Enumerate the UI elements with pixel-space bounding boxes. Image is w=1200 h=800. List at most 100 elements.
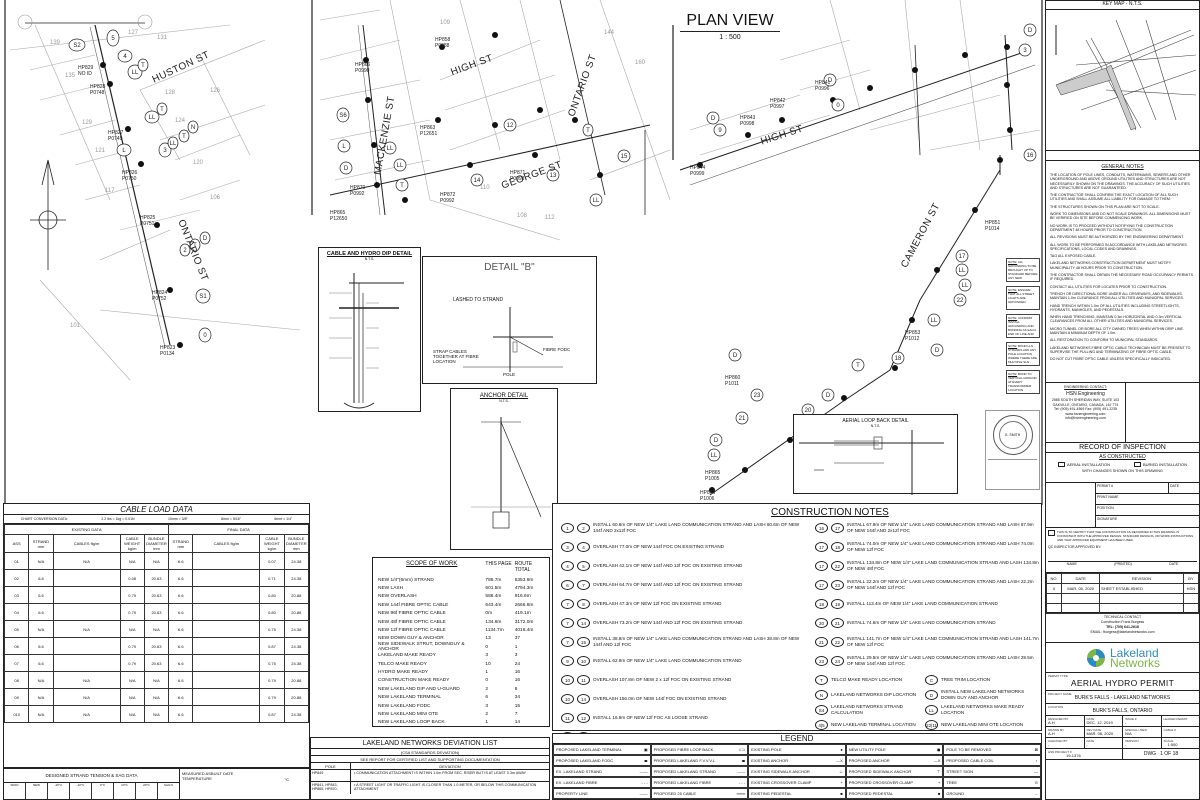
svg-text:D: D bbox=[828, 78, 833, 84]
plan-view-title-block: PLAN VIEW 1 : 500 bbox=[680, 12, 780, 41]
callout-stack: NOTE: ALL GROUNDING TO BE BROUGHT UP TO … bbox=[1006, 258, 1040, 458]
legend-item: PROPOSED CABLE COIL♁ bbox=[943, 755, 1041, 766]
plan-view-scale: 1 : 500 bbox=[719, 34, 741, 41]
svg-text:LL: LL bbox=[387, 146, 394, 152]
dip-detail-scale: N.T.S. bbox=[364, 257, 375, 261]
loop-detail-scale: N.T.S. bbox=[870, 424, 881, 428]
technical-contact: TECHNICAL CONTACT Construction Frank Bur… bbox=[1046, 613, 1199, 643]
svg-text:L: L bbox=[342, 144, 346, 150]
lakeland-networks-logo: Lakeland Networks bbox=[1046, 643, 1199, 673]
svg-text:D: D bbox=[203, 236, 208, 242]
aerial-installation-checkbox[interactable]: AERIAL INSTALLATION bbox=[1057, 462, 1110, 468]
callout-note: NOTE: BOND LLN STRANDS AND ANY POLE LOCA… bbox=[1006, 342, 1040, 366]
lot-number: 127 bbox=[128, 30, 139, 36]
drawing-number-row: HSN PROJECT #19-1376 DWG 1 OF 18 bbox=[1046, 749, 1199, 760]
position-field[interactable]: POSITION bbox=[1096, 505, 1199, 516]
logo-icon bbox=[1086, 648, 1105, 667]
certify-checkbox[interactable] bbox=[1048, 530, 1055, 536]
anchor-detail: ANCHOR DETAIL N.T.S. bbox=[450, 388, 558, 550]
anchor-detail-scale: N.T.S. bbox=[499, 399, 509, 403]
permit-field[interactable]: PERMIT # bbox=[1096, 483, 1169, 493]
detail-b-pole-label: POLE bbox=[503, 372, 516, 377]
legend-column: NEW UTILITY POLE◼ PROPOSED ANCHOR—X PROP… bbox=[845, 744, 944, 799]
lot-number: 144 bbox=[604, 30, 615, 36]
anchor-detail-title: ANCHOR DETAIL bbox=[479, 393, 529, 399]
legend-column: PROPOSED FIBRE LOOP BACK⊂⊃ PROPOSED LAKE… bbox=[650, 744, 749, 799]
svg-text:T: T bbox=[193, 243, 197, 249]
lot-number: 129 bbox=[82, 120, 93, 126]
svg-text:S1: S1 bbox=[199, 294, 207, 300]
loop-detail-title: AERIAL LOOP BACK DETAIL bbox=[842, 418, 909, 424]
svg-text:T: T bbox=[856, 363, 860, 369]
north-arrow bbox=[30, 159, 66, 270]
cable-load-data: CABLE LOAD DATA CHART CONVERSION DATA: 2… bbox=[3, 503, 310, 768]
lot-number: 131 bbox=[157, 35, 168, 41]
svg-text:LL: LL bbox=[149, 115, 156, 121]
svg-text:22: 22 bbox=[957, 298, 964, 304]
legend-item: EXISTING PEDESTAL■ bbox=[748, 788, 846, 799]
legend-item: EXISTING ANCHOR—X bbox=[748, 755, 846, 766]
buried-installation-checkbox[interactable]: BURIED INSTALLATION bbox=[1133, 462, 1187, 468]
project-name: PROJECT NAME BURK'S FALLS - LAKELAND NET… bbox=[1046, 691, 1199, 704]
inspection-fields: PERMIT #DATE PRINT NAME POSITION SIGNATU… bbox=[1046, 483, 1199, 528]
legend-item: PROPOSED LAKELAND TERMINAL▣ bbox=[553, 744, 651, 755]
legend-item: PROPOSED ANCHOR—X bbox=[845, 755, 944, 766]
svg-text:LL: LL bbox=[170, 141, 177, 147]
sag-header-row: SPAN NEW -20°C -10°C 0°C 10°C 20°C SAG% bbox=[4, 783, 179, 799]
legend-item: PROPOSED PEDESTAL■ bbox=[845, 788, 944, 799]
legend-item: PROPOSED LAKELAND FODC⬬ bbox=[553, 755, 651, 766]
svg-text:D: D bbox=[344, 166, 349, 172]
signature-field[interactable]: SIGNATURE bbox=[1097, 517, 1118, 521]
construction-notes-title: CONSTRUCTION NOTES bbox=[771, 507, 889, 518]
general-notes-title: GENERAL NOTES bbox=[1101, 164, 1144, 170]
date-field[interactable]: DATE bbox=[1170, 484, 1180, 488]
engineering-firm: HSN Engineering bbox=[1066, 390, 1105, 397]
svg-text:D: D bbox=[733, 353, 738, 359]
sag-title: DESIGNED STRAND TENSION & SAG DATA bbox=[4, 769, 179, 783]
engineering-contact: ENGINEERING CONTACT: HSN Engineering 258… bbox=[1046, 383, 1199, 443]
legend-item: POLE TO BE REMOVED⊠ bbox=[943, 744, 1041, 755]
print-name-field[interactable]: PRINT NAME bbox=[1096, 494, 1199, 505]
lot-number: 112 bbox=[545, 215, 555, 221]
lot-number: 160 bbox=[635, 60, 646, 66]
legend-item: PROPOSED 25 CABLE═══ bbox=[650, 788, 749, 799]
lot-number: 135 bbox=[65, 73, 76, 79]
svg-text:D: D bbox=[714, 438, 719, 444]
engineer-seal: G. SMITH bbox=[985, 410, 1040, 490]
